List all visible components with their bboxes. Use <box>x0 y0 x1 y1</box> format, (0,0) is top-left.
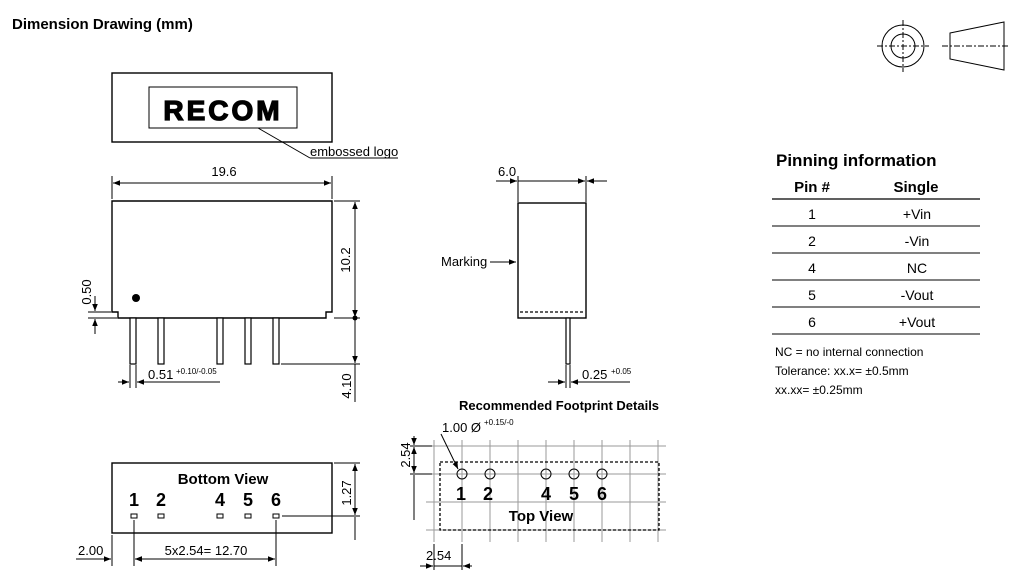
projection-symbols <box>877 20 1010 72</box>
bottom-pin-label: 5 <box>243 490 253 510</box>
note-tolerance-1: Tolerance: xx.x= ±0.5mm <box>775 364 909 378</box>
pin-thickness-tolerance: +0.05 <box>611 367 632 376</box>
table-cell-pin: 1 <box>808 206 816 222</box>
footprint-pin-label: 4 <box>541 484 551 504</box>
table-cell-pin: 5 <box>808 287 816 303</box>
side-width-dim: 6.0 <box>498 164 516 179</box>
front-view: 19.6 10.2 4.10 0.50 0.51 +0.1 <box>79 164 360 402</box>
logo-view: RECOM embossed logo <box>111 72 398 159</box>
table-header-single: Single <box>893 179 938 196</box>
pinning-title: Pinning information <box>776 151 937 170</box>
pin-width-tolerance: +0.10/-0.05 <box>176 367 217 376</box>
pinning-table: Pinning information Pin # Single 1 +Vin … <box>772 151 980 397</box>
footprint-pin-label: 2 <box>483 484 493 504</box>
front-width-dim: 19.6 <box>211 164 236 179</box>
bottom-pin-label: 2 <box>156 490 166 510</box>
page-title: Dimension Drawing (mm) <box>12 16 193 33</box>
pin-width-dim: 0.51 <box>148 367 173 382</box>
marking-label: Marking <box>441 254 487 269</box>
note-tolerance-2: xx.xx= ±0.25mm <box>775 383 863 397</box>
pin1-marker-dot <box>132 294 140 302</box>
pin-pitch-dim: 5x2.54= 12.70 <box>165 543 248 558</box>
table-cell-function: -Vout <box>901 287 934 303</box>
recom-logo-text: RECOM <box>163 95 282 126</box>
concentric-circles-icon <box>877 20 929 72</box>
footprint-pin-label: 6 <box>597 484 607 504</box>
grid-horizontal-dim: 2.54 <box>426 548 451 563</box>
table-cell-pin: 2 <box>808 233 816 249</box>
bottom-offset-dim: 2.00 <box>78 543 103 558</box>
truncated-cone-icon <box>942 21 1010 71</box>
bottom-pin-label: 1 <box>129 490 139 510</box>
table-cell-pin: 6 <box>808 314 816 330</box>
embossed-logo-label: embossed logo <box>310 144 398 159</box>
hole-diameter-dim: 1.00 Ø <box>442 420 481 435</box>
bottom-pin-label: 6 <box>271 490 281 510</box>
bottom-height-dim: 1.27 <box>339 480 354 505</box>
table-header-pin: Pin # <box>794 179 831 196</box>
side-view: 6.0 Marking 0.25 +0.05 <box>441 164 632 388</box>
bottom-pin-label: 4 <box>215 490 225 510</box>
bottom-view-title: Bottom View <box>178 471 269 488</box>
table-cell-function: NC <box>907 260 927 276</box>
bottom-view: Bottom View 1 2 4 5 6 1.27 2.00 5x2.54= … <box>76 462 360 566</box>
table-cell-pin: 4 <box>808 260 816 276</box>
grid-vertical-dim: 2.54 <box>398 442 413 467</box>
hole-diameter-tolerance: +0.15/-0 <box>484 418 514 427</box>
table-cell-function: +Vout <box>899 314 935 330</box>
top-view-label: Top View <box>509 508 574 525</box>
footprint-pin-label: 1 <box>456 484 466 504</box>
front-height-dim: 10.2 <box>338 247 353 272</box>
footprint-title: Recommended Footprint Details <box>459 398 659 413</box>
standoff-dim: 0.50 <box>79 279 94 304</box>
footprint-pin-label: 5 <box>569 484 579 504</box>
table-cell-function: -Vin <box>905 233 930 249</box>
footprint-view: Recommended Footprint Details 1 2 4 5 6 <box>398 398 666 570</box>
pin-length-dim: 4.10 <box>339 373 354 398</box>
pin-thickness-dim: 0.25 <box>582 367 607 382</box>
table-cell-function: +Vin <box>903 206 931 222</box>
note-nc: NC = no internal connection <box>775 345 923 359</box>
